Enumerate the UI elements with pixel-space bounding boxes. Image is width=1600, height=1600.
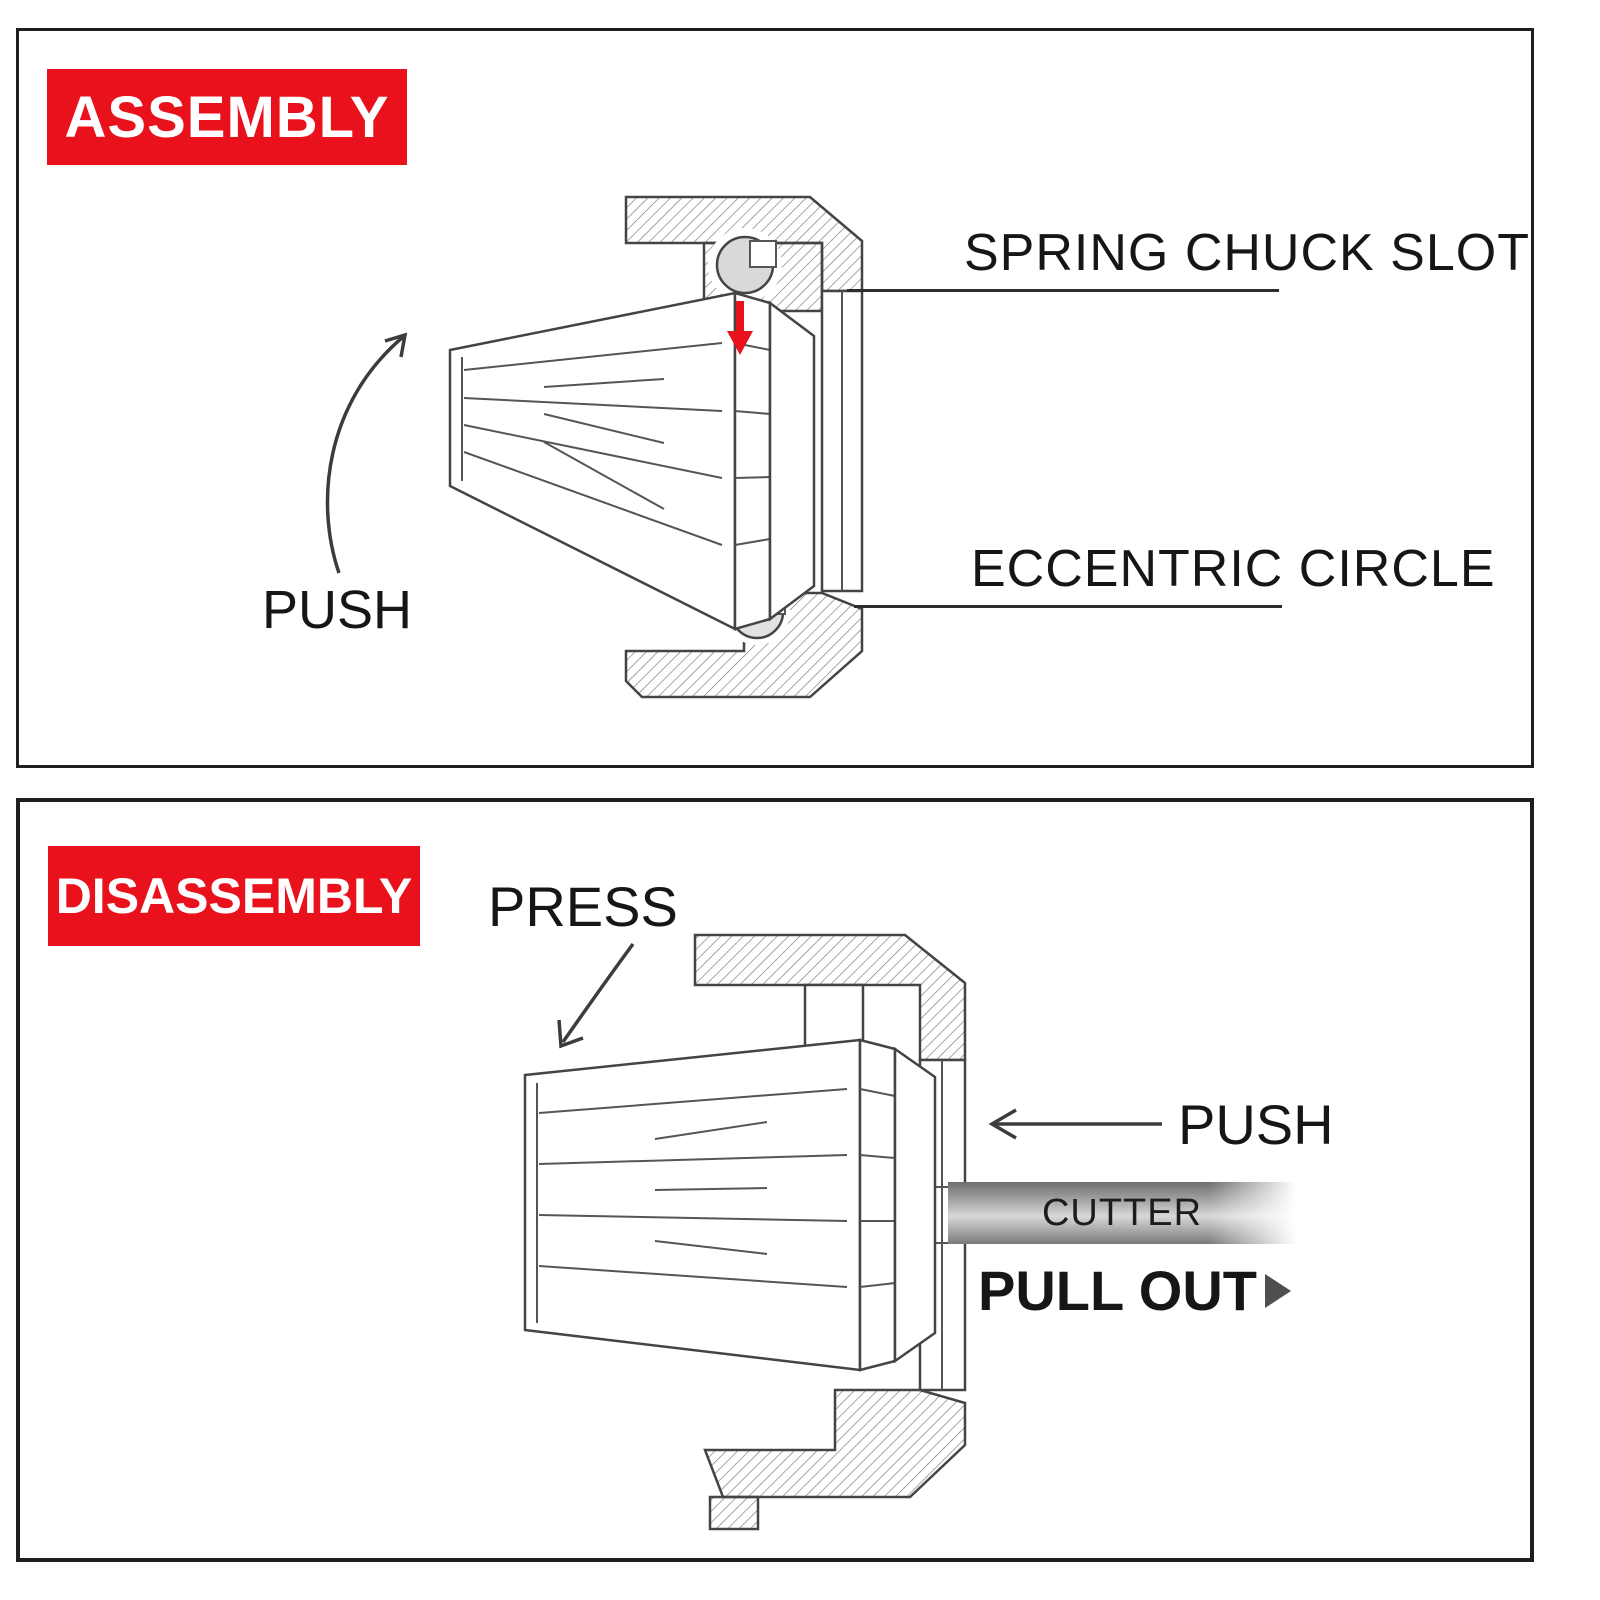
pull-out-label: PULL OUT [978,1258,1291,1323]
disassembly-panel: DISASSEMBLY PRESS [16,798,1534,1562]
disassembly-badge: DISASSEMBLY [48,846,420,946]
spring-chuck-slot-leader-line [847,289,1279,292]
push-left-arrow-icon [988,1108,1162,1140]
pull-out-text: PULL OUT [978,1259,1257,1322]
eccentric-circle-leader-line [854,605,1282,608]
red-down-arrow-icon [727,301,753,355]
assembly-diagram [448,195,864,699]
eccentric-circle-label: ECCENTRIC CIRCLE [971,540,1496,598]
nut-wall [820,289,864,593]
collet-drawing [448,291,816,632]
nut-bottom-section [703,1388,967,1531]
push-label: PUSH [1178,1093,1334,1156]
cutter-bar: CUTTER [948,1182,1296,1244]
collet-drawing [523,1038,937,1372]
press-label: PRESS [488,875,678,938]
spring-chuck-slot-label: SPRING CHUCK SLOT [964,224,1530,282]
push-label: PUSH [262,580,413,640]
pull-out-triangle-icon [1264,1273,1291,1308]
disassembly-diagram [523,933,967,1531]
cutter-label: CUTTER [1041,1191,1203,1234]
curved-push-arrow-icon [325,332,408,574]
press-arrow-icon [557,942,635,1049]
nut-top-section [693,933,967,1062]
assembly-badge: ASSEMBLY [47,69,407,165]
nut-top-section [624,195,864,313]
assembly-panel: ASSEMBLY [16,28,1534,768]
